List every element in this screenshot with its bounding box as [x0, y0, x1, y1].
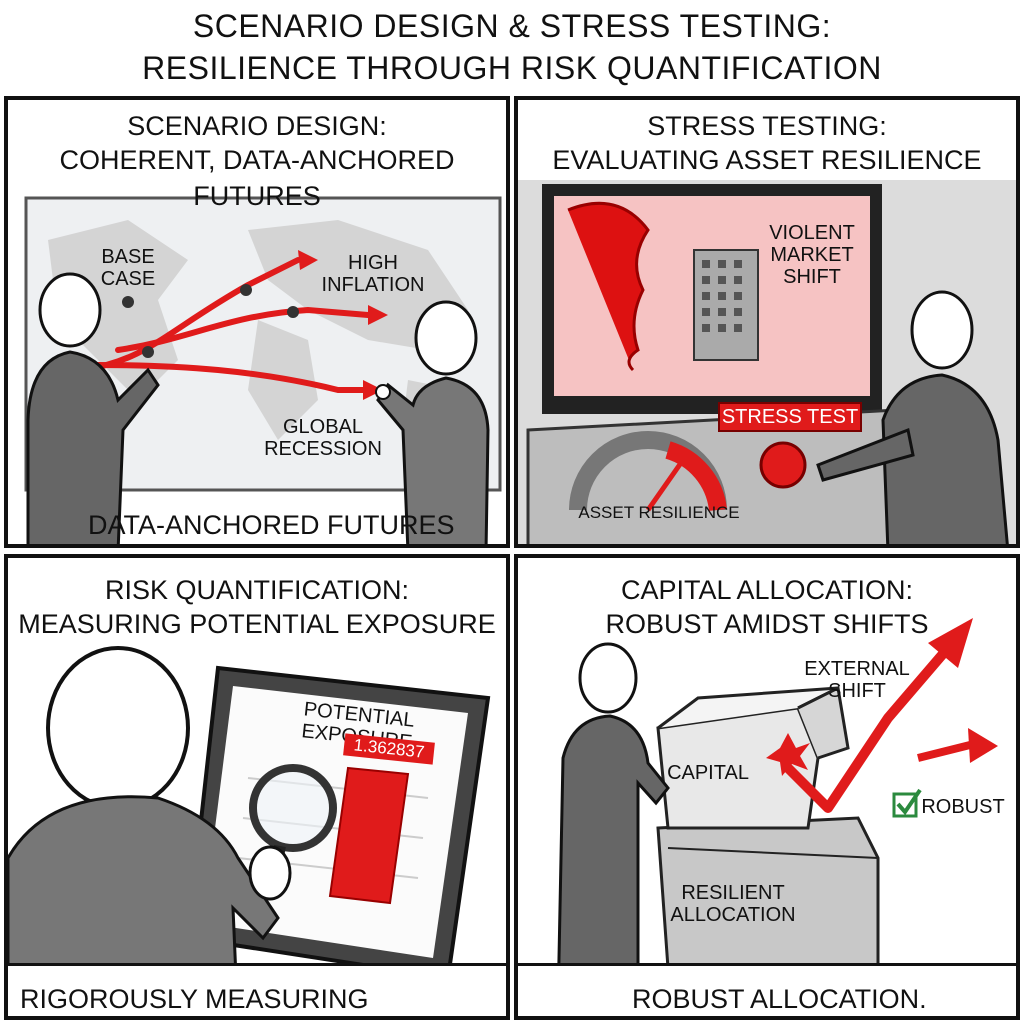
panel-title-line-2: EVALUATING ASSET RESILIENCE [552, 145, 982, 175]
world-map-illustration [24, 196, 502, 544]
panel-title-line-1: RISK QUANTIFICATION: [104, 575, 409, 605]
stress-test-illustration [518, 180, 1016, 544]
panel-capital-allocation: CAPITAL ALLOCATION: ROBUST AMIDST SHIFTS… [514, 554, 1020, 1020]
high-inflation-label: HIGH INFLATION [321, 252, 425, 296]
capital-box-label: CAPITAL [667, 762, 749, 784]
panel-title-line-1: CAPITAL ALLOCATION: [620, 575, 914, 605]
panel-caption: ROBUST ALLOCATION. [632, 984, 927, 1014]
base-case-label: BASE CASE [100, 246, 156, 290]
panel-risk-quantification: RISK QUANTIFICATION: MEASURING POTENTIAL… [4, 554, 510, 1020]
panel-title-line-1: STRESS TESTING: [647, 111, 887, 141]
caption-bar [8, 963, 506, 1016]
panel-title-line-2: MEASURING POTENTIAL EXPOSURE [18, 609, 496, 639]
stress-test-button[interactable]: STRESS TEST [718, 402, 862, 432]
violent-market-shift-label: VIOLENT MARKET SHIFT [769, 222, 855, 288]
global-recession-label: GLOBAL RECESSION [264, 416, 382, 460]
asset-resilience-gauge-label: ASSET RESILIENCE [578, 503, 740, 522]
robust-label: ROBUST [921, 796, 1005, 818]
panel-title-line-1: SCENARIO DESIGN: [127, 111, 387, 141]
panel-caption: DATA-ANCHORED FUTURES [88, 510, 455, 540]
external-shift-label: EXTERNAL SHIFT [804, 658, 910, 702]
panel-title-line-2: COHERENT, DATA-ANCHORED FUTURES [59, 145, 455, 211]
panel-title-line-2: ROBUST AMIDST SHIFTS [605, 609, 929, 639]
panel-stress-testing: STRESS TESTING: EVALUATING ASSET RESILIE… [514, 96, 1020, 548]
page-title-line-2: RESILIENCE THROUGH RISK QUANTIFICATION [142, 50, 882, 86]
caption-bar [518, 963, 1016, 1016]
panel-scenario-design: SCENARIO DESIGN: COHERENT, DATA-ANCHORED… [4, 96, 510, 548]
resilient-allocation-label: RESILIENT ALLOCATION [670, 882, 796, 926]
page-title-line-1: SCENARIO DESIGN & STRESS TESTING: [192, 8, 832, 44]
capital-allocation-illustration [556, 618, 998, 1010]
panel-caption: RIGOROUSLY MEASURING EXPOSURE [20, 984, 369, 1016]
